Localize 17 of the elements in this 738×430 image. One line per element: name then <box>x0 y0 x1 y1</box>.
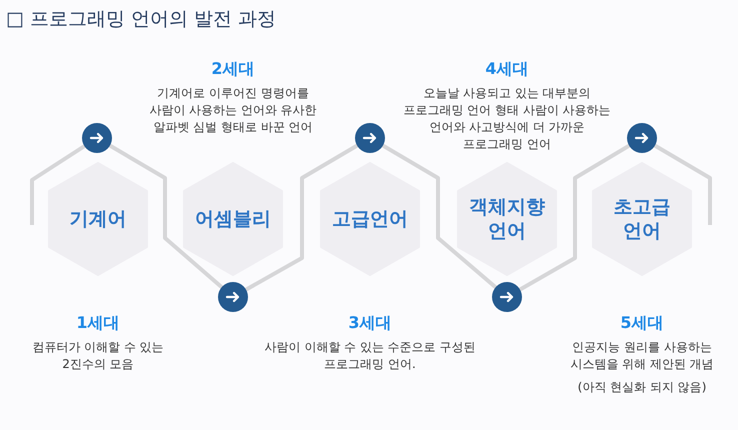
description-text: 사람이 이해할 수 있는 수준으로 구성된 프로그래밍 언어. <box>263 339 477 373</box>
description-text: 기계어로 이루어진 명령어를 사람이 사용하는 언어와 유사한 알파벳 심벌 형태로 바꾼 언어 <box>148 85 318 136</box>
description-text: 컴퓨터가 이해할 수 있는 2진수의 모음 <box>31 339 165 373</box>
title: □ 프로그래밍 언어의 발전 과정 <box>6 7 276 32</box>
node-label: 객체지향 언어 <box>468 195 546 243</box>
node-label: 기계어 <box>70 207 126 231</box>
generation-heading: 4세대 <box>484 59 530 80</box>
node-label: 어셈블리 <box>195 207 271 231</box>
description-text: 인공지능 원리를 사용하는 시스템을 위해 제안된 개념 <box>569 339 715 373</box>
node-label: 고급언어 <box>332 207 408 231</box>
generation-heading: 2세대 <box>210 59 256 80</box>
node-label: 초고급 언어 <box>612 195 672 243</box>
description-text: (아직 현실화 되지 않음) <box>576 379 708 396</box>
description-text: 오늘날 사용되고 있는 대부분의 프로그래밍 언어 형태 사람이 사용하는 언어와 사고방식에 더 가까운 프로그래밍 언어 <box>402 85 612 153</box>
generation-heading: 1세대 <box>75 313 121 334</box>
generation-heading: 3세대 <box>347 313 393 334</box>
generation-heading: 5세대 <box>619 313 665 334</box>
